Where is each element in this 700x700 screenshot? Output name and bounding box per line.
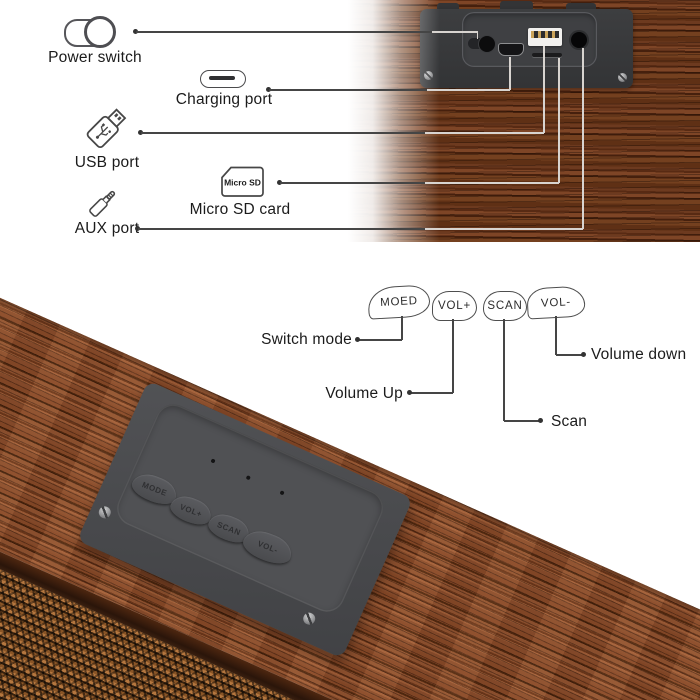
mode-stem xyxy=(359,339,402,341)
scan-stem xyxy=(504,420,540,422)
toggle-knob xyxy=(84,16,116,48)
micro-sd-label: Micro SD card xyxy=(189,201,291,218)
scan-button-label: SCAN xyxy=(215,519,243,537)
micro-sd-icon-text: Micro SD xyxy=(224,178,261,188)
charging-port-icon xyxy=(200,70,246,88)
micro-sd-icon: Micro SD xyxy=(221,166,264,197)
callout-dot xyxy=(581,352,586,357)
callout-dot xyxy=(138,130,143,135)
photo-fade xyxy=(348,0,700,242)
charging-callout-line xyxy=(269,89,427,91)
scan-bubble: SCAN xyxy=(483,291,527,321)
callout-dot xyxy=(407,390,412,395)
power-callout-line xyxy=(136,31,432,33)
callout-dot xyxy=(266,87,271,92)
power-switch-label: Power switch xyxy=(48,49,142,66)
screw xyxy=(301,610,318,627)
aux-port-label: AUX port xyxy=(74,220,140,237)
scan-stem xyxy=(503,319,505,421)
charging-callout-line xyxy=(427,89,510,91)
mode-bubble-text: MOED xyxy=(379,295,419,309)
callout-dot xyxy=(135,226,140,231)
volume-down-bubble: VOL- xyxy=(526,285,586,320)
volume-up-stem xyxy=(411,392,453,394)
volume-up-bubble: VOL+ xyxy=(432,291,477,321)
volume-down-bubble-text: VOL- xyxy=(540,295,572,310)
callout-dot xyxy=(355,337,360,342)
volume-down-stem xyxy=(555,316,557,355)
sd-callout-line xyxy=(425,182,559,184)
aux-callout-line xyxy=(582,48,584,229)
charging-port-label: Charging port xyxy=(175,91,273,108)
power-callout-line xyxy=(432,31,478,33)
volume-down-label: Volume down xyxy=(591,346,687,363)
usb-drive-icon xyxy=(86,108,127,149)
aux-callout-line xyxy=(138,228,425,230)
usb-callout-line xyxy=(425,132,544,134)
usb-callout-line xyxy=(543,46,545,133)
power-callout-line xyxy=(476,32,479,39)
volume-up-label: Volume Up xyxy=(325,385,403,402)
scan-label: Scan xyxy=(551,413,588,430)
usb-callout-line xyxy=(141,132,425,134)
charging-callout-line xyxy=(509,57,511,90)
sd-callout-line xyxy=(558,58,560,183)
screw xyxy=(96,504,113,521)
volume-down-button-label: VOL- xyxy=(256,539,280,556)
mode-button-label: MODE xyxy=(140,480,169,498)
volume-up-bubble-text: VOL+ xyxy=(438,300,471,312)
switch-mode-label: Switch mode xyxy=(261,331,352,348)
volume-down-stem xyxy=(556,354,583,356)
sd-callout-line xyxy=(280,182,425,184)
usb-port-label: USB port xyxy=(74,154,140,171)
mode-stem xyxy=(401,316,403,340)
aux-plug-icon xyxy=(89,190,116,217)
volume-up-stem xyxy=(452,319,454,393)
power-toggle-icon xyxy=(64,16,116,48)
speaker-back-photo xyxy=(348,0,700,242)
callout-dot xyxy=(538,418,543,423)
callout-dot xyxy=(277,180,282,185)
volume-up-button-label: VOL+ xyxy=(178,501,204,519)
scan-bubble-text: SCAN xyxy=(487,300,523,312)
callout-dot xyxy=(133,29,138,34)
charging-port-pin xyxy=(209,76,235,80)
aux-callout-line xyxy=(425,228,583,230)
